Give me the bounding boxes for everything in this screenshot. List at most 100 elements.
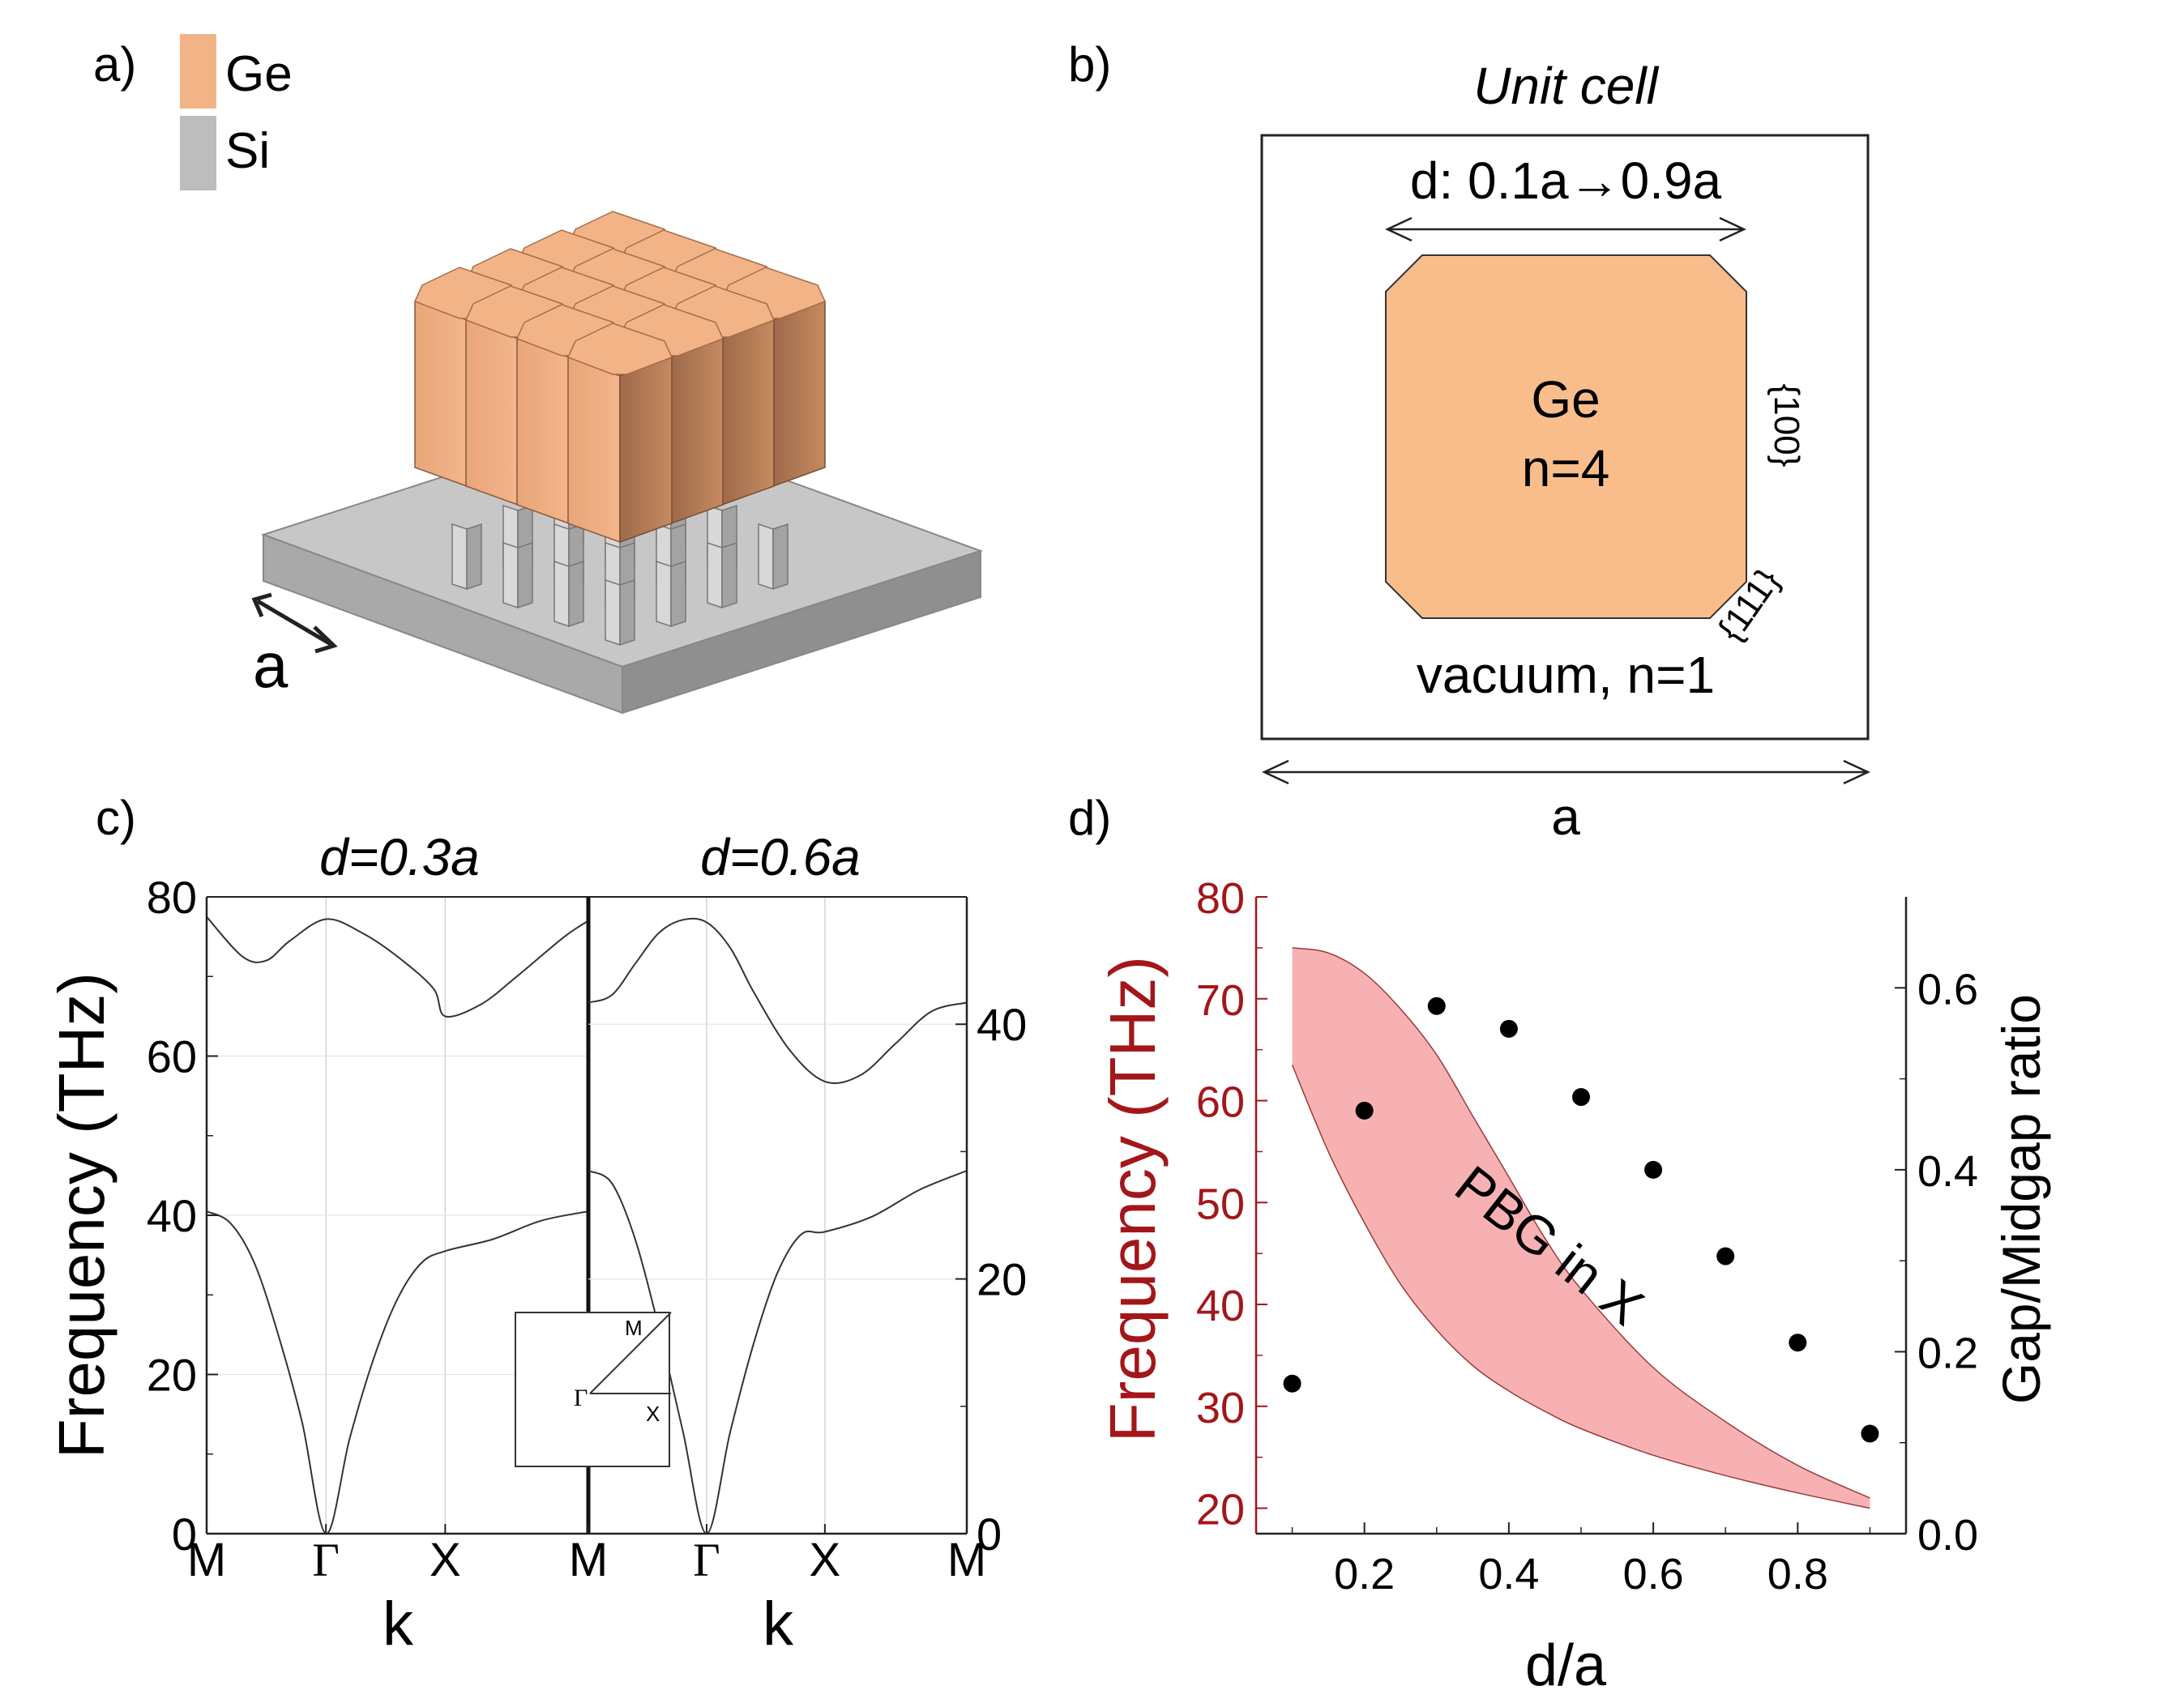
legend-ge-swatch xyxy=(180,34,216,109)
x-tick-label: M xyxy=(187,1534,226,1586)
brillouin-zone-inset xyxy=(515,1312,672,1467)
unit-cell-title: Unit cell xyxy=(1473,57,1659,115)
x-tick-label: X xyxy=(810,1534,841,1586)
si-stem-side xyxy=(466,523,482,591)
si-stem-side xyxy=(568,560,584,628)
y-tick-label: 20 xyxy=(147,1350,197,1401)
si-stem-side xyxy=(772,523,789,591)
si-stem-face xyxy=(758,523,774,591)
legend-ge-label: Ge xyxy=(225,46,293,102)
legend-si-swatch xyxy=(180,116,216,190)
ge-pillar-cross-section xyxy=(1385,254,1747,619)
si-stem-face xyxy=(502,541,519,609)
ratio-point xyxy=(1789,1334,1807,1352)
si-stem-face xyxy=(707,541,723,609)
si-stem-side xyxy=(670,560,686,628)
lattice-constant-arrow xyxy=(251,592,338,654)
cell-size-arrow xyxy=(1262,759,1870,785)
band-curve xyxy=(588,917,968,1085)
ratio-point xyxy=(1861,1424,1879,1443)
y-tick-label: 40 xyxy=(977,999,1027,1050)
si-stem-face xyxy=(553,560,570,628)
x-tick-label: 0.6 xyxy=(1623,1550,1684,1598)
lattice-constant-label: a xyxy=(253,630,288,701)
ge-index-label: n=4 xyxy=(1522,439,1610,497)
si-stem-face xyxy=(451,523,468,591)
ratio-point xyxy=(1644,1160,1663,1179)
y2-tick-label: 0.4 xyxy=(1917,1147,1978,1196)
bandgap-lower-edge xyxy=(1291,1065,1870,1509)
x-tick-label: 0.2 xyxy=(1334,1550,1395,1598)
band-right-title: d=0.6a xyxy=(700,828,861,886)
band-curve xyxy=(206,916,589,1018)
panel-b: b) Unit cell d: 0.1a→0.9a Ge n=4 {100} {… xyxy=(1068,37,1870,846)
y-tick-label: 30 xyxy=(1196,1384,1245,1432)
band-curve xyxy=(588,1170,968,1535)
ge-block-face xyxy=(465,318,519,506)
inset-x-label: X xyxy=(646,1402,660,1426)
legend-si-label: Si xyxy=(225,123,270,179)
ge-block-side xyxy=(670,337,724,525)
band-right-x-title: k xyxy=(763,1590,794,1658)
x-tick-label: Γ xyxy=(693,1534,720,1586)
si-stem-side xyxy=(619,578,635,647)
ge-block-face xyxy=(414,300,468,488)
y-tick-label: 20 xyxy=(1196,1486,1245,1534)
si-stem-side xyxy=(721,541,737,609)
facet-100-label: {100} xyxy=(1767,384,1806,467)
ge-block-face xyxy=(516,337,570,525)
diameter-arrow xyxy=(1385,216,1746,242)
panel-d-label: d) xyxy=(1068,791,1111,845)
y-tick-label: 80 xyxy=(1196,874,1245,923)
ratio-point xyxy=(1716,1247,1735,1266)
panel-a-label: a) xyxy=(93,37,136,92)
y-tick-label: 0 xyxy=(172,1509,197,1560)
band-left-title: d=0.3a xyxy=(319,828,480,886)
y-tick-label: 80 xyxy=(147,872,197,923)
y2-tick-label: 0.6 xyxy=(1917,965,1978,1014)
si-stem-face xyxy=(605,578,621,647)
band-left-x-title: k xyxy=(383,1590,414,1658)
ratio-point xyxy=(1499,1019,1518,1038)
y-tick-label: 60 xyxy=(147,1031,197,1082)
ge-block-side xyxy=(619,356,673,544)
x-tick-label: Γ xyxy=(312,1534,340,1586)
y-tick-label: 20 xyxy=(977,1254,1027,1305)
x-tick-label: M xyxy=(947,1534,986,1586)
diameter-range-label: d: 0.1a→0.9a xyxy=(1410,152,1722,210)
bandgap-area xyxy=(1292,947,1870,1509)
vacuum-label: vacuum, n=1 xyxy=(1417,646,1715,704)
y-tick-label: 60 xyxy=(1196,1078,1245,1127)
ratio-point xyxy=(1283,1374,1301,1393)
y-tick-label: 50 xyxy=(1196,1180,1245,1228)
bandgap-upper-edge xyxy=(1292,947,1870,1499)
inset-m-label: M xyxy=(625,1316,643,1340)
si-stem-side xyxy=(517,541,533,609)
band-curve xyxy=(206,1210,589,1535)
x-tick-label: 0.8 xyxy=(1767,1550,1828,1598)
panel-b-label: b) xyxy=(1068,37,1111,92)
bandgap-y2-axis-title: Gap/Midgap ratio xyxy=(1991,994,2051,1404)
bandgap-x-axis-title: d/a xyxy=(1525,1633,1607,1698)
ge-material-label: Ge xyxy=(1531,370,1600,429)
y-tick-label: 0 xyxy=(977,1509,1002,1560)
inset-gamma-label: Γ xyxy=(574,1385,588,1411)
si-stem-face xyxy=(656,560,672,628)
x-tick-label: X xyxy=(430,1534,461,1586)
ge-block-face xyxy=(567,356,621,544)
cell-size-label: a xyxy=(1551,787,1580,846)
bandgap-y-axis-title: Frequency (THz) xyxy=(1096,956,1169,1442)
panel-c-label: c) xyxy=(96,791,136,845)
y-tick-label: 40 xyxy=(1196,1282,1245,1330)
ge-block-side xyxy=(721,318,775,506)
x-tick-label: M xyxy=(569,1534,608,1586)
y-tick-label: 70 xyxy=(1196,976,1245,1025)
unit-cell-box xyxy=(1260,134,1870,741)
x-tick-label: M xyxy=(569,1534,608,1586)
